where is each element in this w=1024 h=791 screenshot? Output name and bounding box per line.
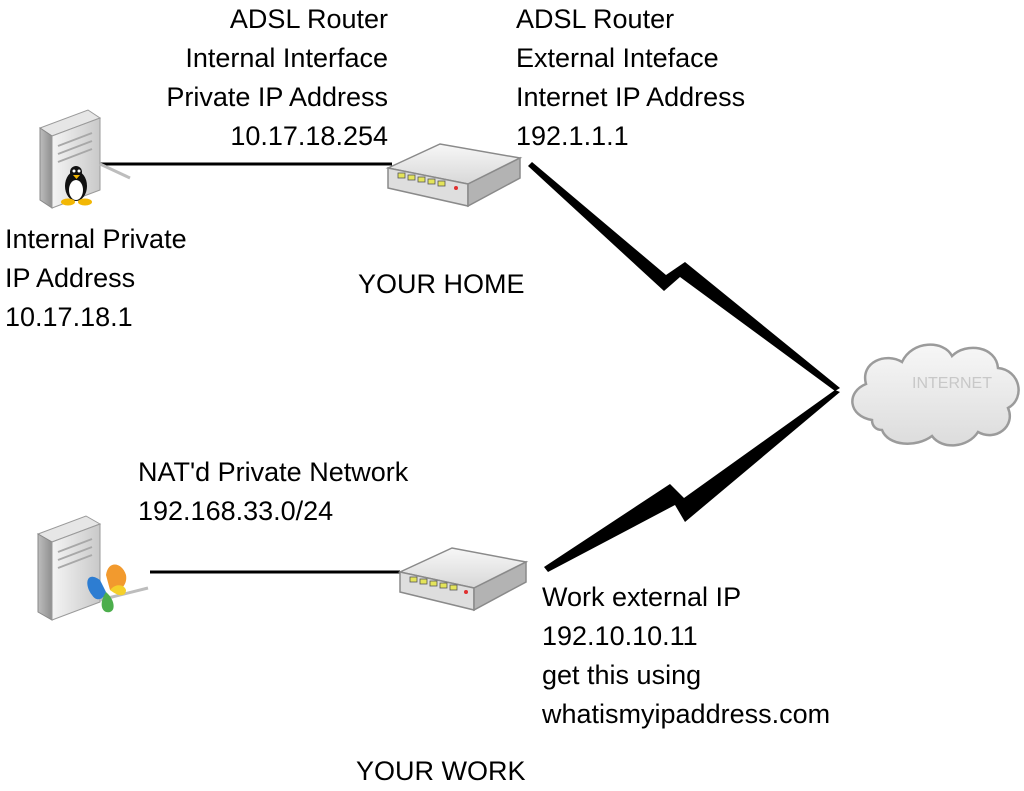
work-external-line3: get this using — [542, 660, 702, 690]
internet-cloud-icon: INTERNET — [851, 343, 1020, 447]
work-external-line4: whatismyipaddress.com — [542, 699, 831, 729]
windows-server-icon — [36, 515, 149, 621]
work-router-icon — [397, 547, 529, 612]
home-router-internal-line3: Private IP Address — [166, 82, 388, 112]
work-network-subnet: 192.168.33.0/24 — [138, 496, 334, 526]
work-network-line1: NAT'd Private Network — [138, 457, 409, 487]
work-external-ip: 192.10.10.11 — [542, 621, 698, 651]
home-router-internal-line2: Internal Interface — [185, 43, 388, 73]
home-router-external-line3: Internet IP Address — [516, 82, 746, 112]
home-router-icon — [385, 143, 523, 208]
home-router-external-ip: 192.1.1.1 — [516, 121, 629, 151]
home-router-external-line2: External Inteface — [516, 43, 719, 73]
work-external-label: Work external IP 192.10.10.11 get this u… — [542, 578, 830, 734]
home-zone-label: YOUR HOME — [358, 269, 525, 299]
home-router-external-line1: ADSL Router — [516, 4, 675, 34]
internet-label: INTERNET — [912, 375, 992, 392]
home-pc-line1: Internal Private — [5, 224, 187, 254]
home-pc-ip: 10.17.18.1 — [5, 302, 133, 332]
linux-server-icon — [38, 109, 131, 209]
work-zone-label: YOUR WORK — [356, 756, 526, 786]
home-router-external-label: ADSL Router External Inteface Internet I… — [516, 0, 745, 156]
work-external-line1: Work external IP — [542, 582, 742, 612]
home-internet-link — [528, 162, 840, 391]
home-router-internal-ip: 10.17.18.254 — [230, 121, 388, 151]
home-pc-line2: IP Address — [5, 263, 136, 293]
work-network-label: NAT'd Private Network 192.168.33.0/24 — [138, 453, 408, 531]
work-internet-link — [544, 390, 840, 572]
home-router-internal-label: ADSL Router Internal Interface Private I… — [112, 0, 388, 156]
home-pc-label: Internal Private IP Address 10.17.18.1 — [5, 220, 187, 337]
home-router-internal-line1: ADSL Router — [229, 4, 388, 34]
